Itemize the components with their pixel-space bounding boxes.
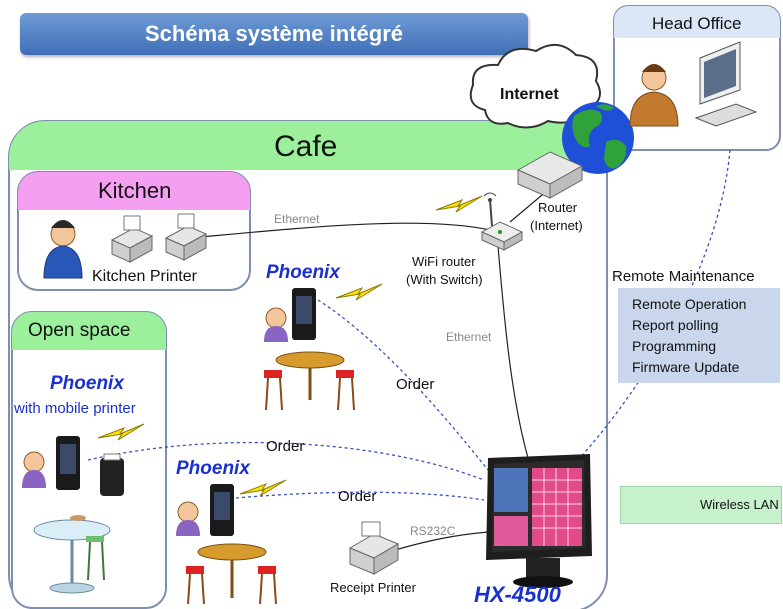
kitchen-printer-label: Kitchen Printer: [92, 268, 197, 285]
phoenix-label-2-sub: with mobile printer: [14, 400, 136, 417]
mobile-printer-icon: [100, 453, 124, 496]
phoenix-label-2: Phoenix: [50, 373, 124, 394]
phoenix-handheld-icon-3: [210, 484, 234, 536]
kitchen-printer-icon-1: [110, 215, 154, 263]
cafe-table-icon: [33, 515, 111, 594]
receipt-printer-label: Receipt Printer: [330, 580, 416, 595]
order-label-3: Order: [338, 488, 377, 505]
open-space-title: Open space: [28, 320, 131, 341]
phoenix-label-3: Phoenix: [176, 458, 250, 479]
phoenix-handheld-icon-2: [56, 436, 80, 490]
rs232c-label: RS232C: [410, 524, 456, 538]
remote-maintenance-item: Firmware Update: [632, 359, 740, 375]
globe-icon: [562, 102, 634, 174]
head-office-header: [614, 6, 780, 38]
remote-maintenance-title: Remote Maintenance: [612, 268, 755, 285]
remote-maintenance-box: [618, 288, 780, 383]
ethernet-label-top: Ethernet: [274, 212, 320, 226]
legend-wireless-label: Wireless LAN: [700, 497, 779, 512]
router-icon: [516, 151, 584, 199]
phoenix-label-1: Phoenix: [266, 262, 340, 283]
lightning-icon-phoenix-2: [97, 423, 145, 441]
router-label: Router: [538, 200, 578, 215]
open-space-header: [12, 312, 166, 350]
cafe-title: Cafe: [274, 130, 338, 163]
remote-maintenance-item: Report polling: [632, 317, 719, 333]
office-staff-icon: [629, 64, 679, 127]
lightning-icon-phoenix-3: [239, 479, 287, 497]
waiter-icon-3: [176, 501, 200, 536]
remote-maintenance-item: Programming: [632, 338, 717, 354]
kitchen-printer-icon-2: [164, 213, 208, 261]
pos-terminal-icon: [486, 454, 592, 588]
remote-maintenance-item: Remote Operation: [632, 296, 747, 312]
internet-label: Internet: [500, 86, 559, 103]
order-line-1: [317, 299, 489, 471]
cafe-header: [9, 121, 607, 170]
waiter-icon-1: [264, 307, 288, 342]
lightning-icon-wifi: [435, 195, 483, 213]
table-chairs-icon-3: [186, 543, 277, 605]
ethernet-label-mid: Ethernet: [446, 330, 492, 344]
router-wifi-line: [509, 189, 549, 223]
wifi-router-icon: [480, 192, 524, 251]
order-label-1: Order: [396, 376, 435, 393]
router-sub-label: (Internet): [530, 218, 583, 233]
hx4500-label: HX-4500: [474, 582, 561, 607]
receipt-printer-icon: [348, 521, 400, 575]
wifi-router-sub-label: (With Switch): [406, 272, 483, 287]
legend-box: [620, 486, 782, 524]
order-line-2: [87, 441, 485, 481]
kitchen-header: [18, 172, 250, 210]
internet-cloud: [469, 44, 601, 129]
head-office-title: Head Office: [652, 14, 742, 33]
order-line-3: [235, 491, 485, 501]
ethernet-kitchen-line: [189, 222, 491, 239]
ethernet-main-line: [497, 245, 529, 459]
computer-icon: [694, 41, 758, 127]
lightning-icon-phoenix-1: [335, 283, 383, 301]
rs232c-line: [394, 531, 489, 551]
page-title: Schéma système intégré: [20, 13, 528, 55]
table-chairs-icon-1: [264, 351, 355, 411]
kitchen-staff-icon: [43, 220, 83, 279]
kitchen-title: Kitchen: [98, 178, 172, 203]
order-label-2: Order: [266, 438, 305, 455]
wifi-router-label: WiFi router: [412, 254, 476, 269]
phoenix-handheld-icon-1: [292, 288, 316, 340]
waiter-icon-2: [22, 451, 46, 488]
